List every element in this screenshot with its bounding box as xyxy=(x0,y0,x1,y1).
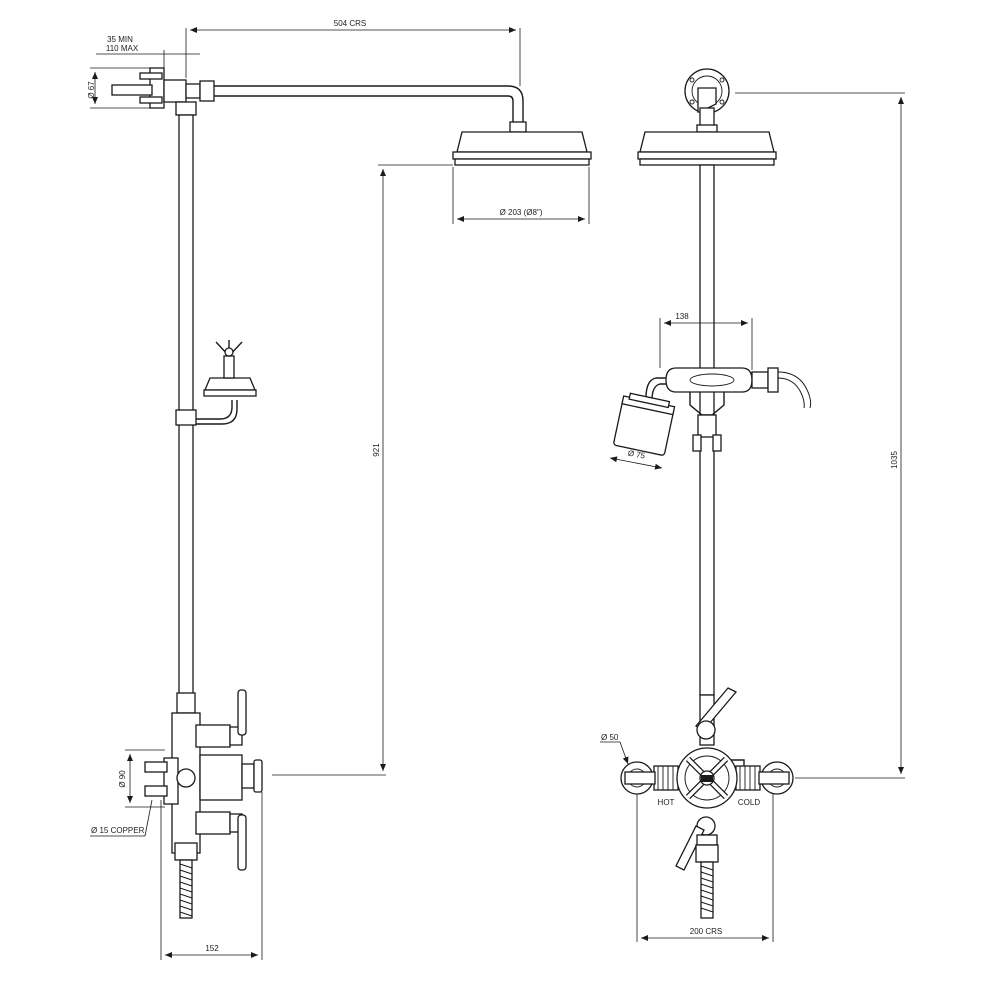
valve-body-side xyxy=(144,689,263,871)
riser-rail xyxy=(175,101,197,714)
handset-front xyxy=(613,367,812,456)
label-hot: HOT xyxy=(658,798,675,807)
label-head-height: 921 xyxy=(372,443,381,457)
dim-wall-projection: 35 MIN 110 MAX xyxy=(96,35,200,68)
label-handset-width: 138 xyxy=(675,312,689,321)
label-flange-dia: Ø 67 xyxy=(87,81,96,99)
handset-side xyxy=(196,340,257,425)
dim-inlet-crs: 200 CRS xyxy=(636,794,774,942)
dim-arm-crs: 504 CRS xyxy=(185,19,521,86)
label-wall-min: 35 MIN xyxy=(107,35,133,44)
dim-handset-width: 138 xyxy=(659,312,753,370)
label-handset-dia: Ø 75 xyxy=(627,449,646,461)
shower-arm xyxy=(214,85,527,133)
label-elbow-dia: Ø 50 xyxy=(601,733,619,742)
dim-total-height: 1035 xyxy=(735,92,905,779)
shower-head-front xyxy=(637,131,777,166)
wall-bracket-front xyxy=(684,68,730,133)
label-valve-dia: Ø 90 xyxy=(118,770,127,788)
label-wall-max: 110 MAX xyxy=(106,44,139,53)
side-view: 504 CRS 35 MIN 110 MAX Ø 67 Ø 203 (Ø8") xyxy=(87,19,592,960)
front-view: 138 Ø 75 1035 xyxy=(600,68,905,942)
shower-head-side xyxy=(452,131,592,166)
label-inlet-crs: 200 CRS xyxy=(690,927,722,936)
dim-valve-width: 152 xyxy=(160,792,263,960)
label-arm-crs: 504 CRS xyxy=(334,19,366,28)
label-valve-width: 152 xyxy=(205,944,219,953)
label-cold: COLD xyxy=(738,798,760,807)
dim-head-height: 921 xyxy=(272,164,453,776)
label-total-height: 1035 xyxy=(890,451,899,469)
dim-elbow-dia: Ø 50 xyxy=(600,733,629,765)
dim-flange-dia: Ø 67 xyxy=(87,67,150,109)
label-head-dia: Ø 203 (Ø8") xyxy=(500,208,543,217)
valve-front xyxy=(620,687,794,919)
dim-handset-dia: Ø 75 xyxy=(609,449,663,470)
wall-bracket xyxy=(111,67,215,109)
hose-side xyxy=(174,842,198,919)
label-copper: Ø 15 COPPER xyxy=(91,826,145,835)
dim-copper: Ø 15 COPPER xyxy=(90,799,153,837)
dim-head-dia: Ø 203 (Ø8") xyxy=(452,167,590,224)
dim-valve-dia: Ø 90 xyxy=(118,749,165,808)
